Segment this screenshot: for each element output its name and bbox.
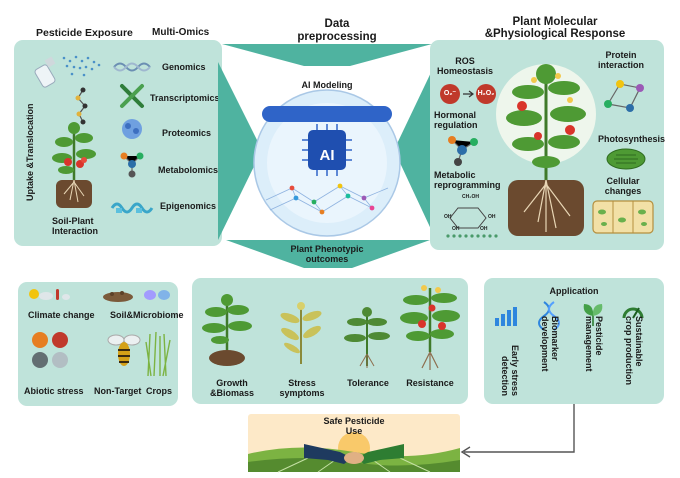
soil-label-1: Soil-Plant: [52, 216, 94, 226]
crop-grass-icon: [145, 331, 171, 377]
ros-label-2: Homeostasis: [436, 66, 494, 76]
crops-label: Crops: [146, 386, 173, 396]
omics-transcriptomics: Transcriptomics: [150, 93, 220, 103]
ros-chem-h2o2: H₂O₂: [477, 90, 495, 97]
ros-label-1: ROS: [455, 56, 475, 66]
phenotype-growth-1: Growth: [216, 378, 248, 388]
climate-label: Climate change: [28, 310, 95, 320]
metabolic-label-1: Metabolic: [434, 170, 476, 180]
glucose-label-oh-2: OH: [488, 214, 496, 220]
response-title-1: Plant Molecular: [512, 16, 598, 28]
bee-icon: [107, 334, 141, 366]
phenotypic-label-1: Plant Phenotypic: [290, 244, 364, 254]
omics-proteomics: Proteomics: [162, 128, 212, 138]
hormonal-label-1: Hormonal: [434, 110, 477, 120]
chromosome-icon: [120, 84, 144, 108]
phenotype-stress-1: Stress: [288, 378, 316, 388]
omics-epigenomics: Epigenomics: [160, 201, 217, 211]
metabolic-label-2: reprogramming: [434, 180, 501, 190]
epigenomics-icon: [110, 202, 154, 214]
bar-chart-icon: [495, 307, 517, 326]
ros-molecules-icon: [440, 84, 496, 104]
ai-chip-label: AI: [319, 147, 335, 164]
omics-genomics: Genomics: [162, 62, 206, 72]
hormonal-label-2: regulation: [434, 120, 478, 130]
glucose-label-oh-1: OH: [444, 214, 452, 220]
application-panel: [484, 278, 664, 404]
microbe-icon: [144, 290, 170, 300]
exposure-title: Pesticide Exposure: [36, 27, 133, 39]
protein-network-icon: [604, 80, 644, 112]
cellular-label-2: changes: [604, 186, 642, 196]
molecule-chain-icon: [75, 87, 88, 125]
tomato-plant-icon: [52, 122, 96, 208]
stressed-plant-icon: [280, 302, 322, 364]
omics-title: Multi-Omics: [152, 27, 210, 38]
metabolite-molecule-icon: [120, 152, 144, 178]
response-title-2: &Physiological Response: [484, 28, 626, 40]
application-title: Application: [549, 286, 599, 296]
hormone-molecule-icon: [448, 136, 478, 166]
cellular-label-1: Cellular: [606, 176, 640, 186]
phenotype-growth-2: &Biomass: [209, 388, 254, 398]
handshake-landscape-icon: [248, 414, 460, 473]
phenotype-resistance: Resistance: [406, 378, 454, 388]
dna-strand-icon: [113, 62, 151, 72]
preprocessing-label-2: preprocessing: [297, 31, 377, 43]
glucose-label-oh-3: OH: [452, 226, 460, 232]
phenotype-stress-2: symptoms: [279, 388, 325, 398]
resistant-plant-icon: [400, 285, 460, 370]
ai-globe-icon: [253, 89, 401, 237]
glucose-label-ch2oh: CH₂OH: [462, 194, 479, 200]
glucose-structure-icon: [446, 207, 498, 238]
abiotic-stress-icon: [32, 332, 68, 368]
photosynthesis-label: Photosynthesis: [598, 134, 666, 144]
phenotypic-label-2: outcomes: [305, 254, 349, 264]
protein-label-2: interaction: [597, 60, 644, 70]
phenotype-tolerance: Tolerance: [347, 378, 389, 388]
glucose-label-oh-4: OH: [480, 226, 488, 232]
abiotic-label: Abiotic stress: [24, 386, 84, 396]
soil-label-2: Interaction: [52, 226, 99, 236]
chloroplast-icon: [606, 148, 646, 170]
omics-metabolomics: Metabolomics: [158, 165, 219, 175]
safe-use-label-2: Use: [345, 426, 363, 436]
climate-icon: [29, 289, 70, 300]
leaf-icon: [583, 304, 603, 326]
tolerant-plant-icon: [344, 307, 390, 368]
ai-modeling-label: AI Modeling: [301, 80, 353, 90]
spray-bottle-icon: [34, 55, 101, 88]
dna-icon: [538, 301, 560, 331]
plant-cell-icon: [592, 200, 654, 234]
soil-mound-icon: [103, 291, 133, 302]
sustainability-gauge-icon: [622, 307, 644, 319]
healthy-plant-icon: [202, 294, 252, 366]
soil-microbiome-label: Soil&Microbiome: [110, 310, 184, 320]
protein-label-1: Protein: [605, 50, 637, 60]
safe-use-label-1: Safe Pesticide: [323, 416, 385, 426]
preprocessing-label-1: Data: [324, 18, 350, 30]
protein-cluster-icon: [122, 119, 142, 139]
tomato-plant-large-icon: [496, 64, 596, 236]
ros-chem-o2: O₂⁻: [443, 90, 457, 97]
non-target-label: Non-Target: [94, 386, 142, 396]
